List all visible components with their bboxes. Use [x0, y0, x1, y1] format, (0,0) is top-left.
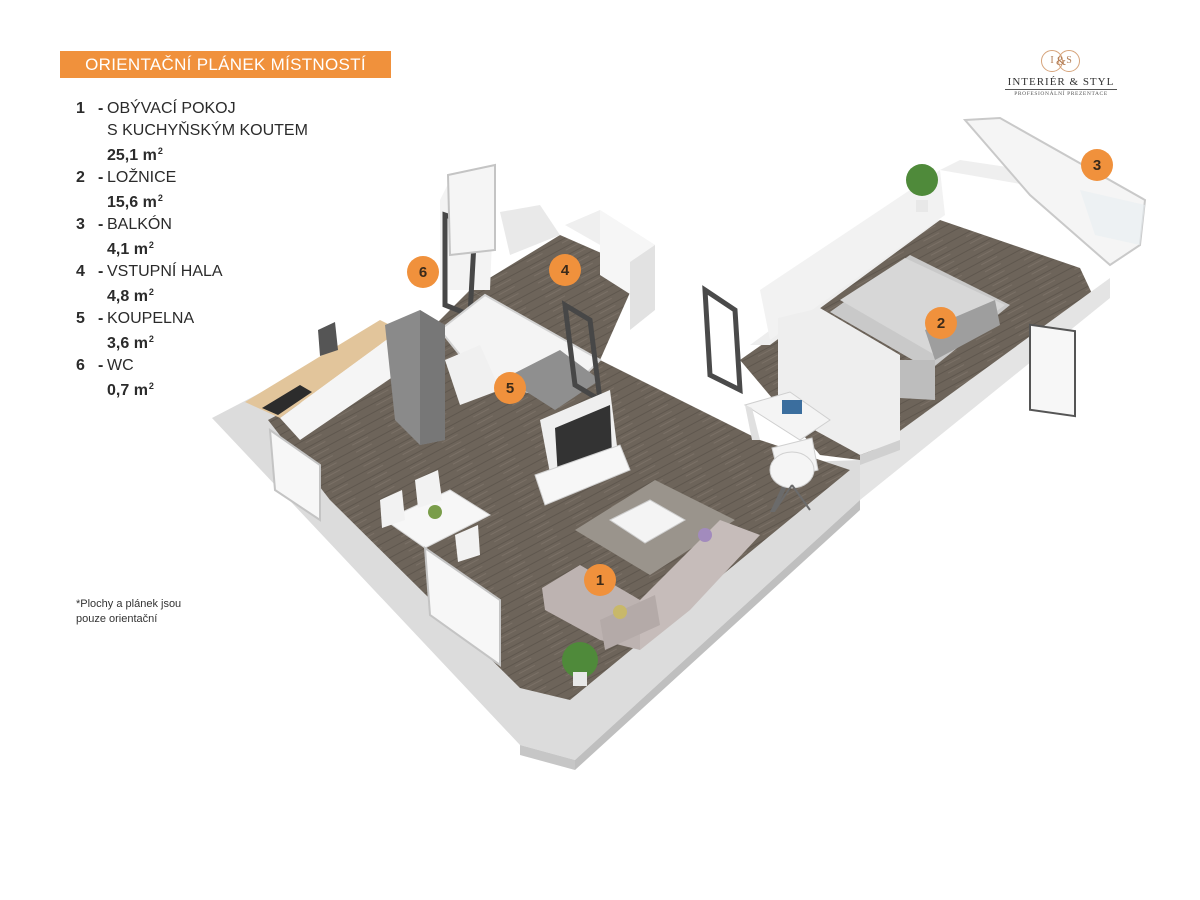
page-title: ORIENTAČNÍ PLÁNEK MÍSTNOSTÍ [60, 51, 391, 78]
legend-item-5: 5-KOUPELNA 3,6 m2 [76, 308, 376, 355]
disclaimer-note: *Plochy a plánek jsou pouze orientační [76, 597, 181, 627]
legend-area-value: 4,8 m [107, 288, 148, 305]
legend-dash: - [98, 168, 104, 186]
room-marker-5: 5 [494, 372, 526, 404]
legend-name: VSTUPNÍ HALA [107, 262, 223, 280]
legend-area: 25,1 m2 [76, 141, 376, 167]
disclaimer-line-2: pouze orientační [76, 613, 158, 625]
legend-item-3: 3-BALKÓN 4,1 m2 [76, 214, 376, 261]
legend-dash: - [98, 309, 104, 327]
legend-num: 6 [76, 356, 85, 374]
room-marker-1: 1 [584, 564, 616, 596]
legend-area-value: 0,7 m [107, 382, 148, 399]
legend-dash: - [98, 100, 104, 117]
room-marker-label: 4 [561, 262, 570, 279]
plant-icon [906, 164, 938, 212]
room-marker-label: 6 [419, 264, 427, 281]
legend-area-sup: 2 [148, 287, 154, 297]
room-marker-3: 3 [1081, 149, 1113, 181]
tv-wall [534, 390, 631, 506]
legend-item-6: 6-WC 0,7 m2 [76, 355, 376, 402]
legend-area: 15,6 m2 [76, 188, 376, 214]
logo-subtitle: PROFESIONÁLNÍ PREZENTACE [1014, 91, 1108, 97]
room-marker-6: 6 [407, 256, 439, 288]
balcony [962, 116, 1147, 418]
legend-name: OBÝVACÍ POKOJ [107, 100, 236, 117]
legend-area-value: 4,1 m [107, 241, 148, 258]
legend-num: 4 [76, 262, 85, 280]
room-legend: 1-OBÝVACÍ POKOJ S KUCHYŇSKÝM KOUTEM 25,1… [76, 98, 376, 402]
legend-area: 4,1 m2 [76, 235, 376, 261]
room-marker-2: 2 [925, 307, 957, 339]
room-marker-label: 2 [937, 315, 945, 332]
logo-name: INTERIÉR & STYL [1005, 76, 1117, 90]
legend-area-value: 25,1 m [107, 147, 157, 164]
legend-num: 5 [76, 309, 85, 327]
legend-name: BALKÓN [107, 215, 172, 233]
legend-dash: - [98, 356, 104, 374]
windows [268, 163, 501, 667]
hall-floor [470, 235, 640, 360]
legend-name: KOUPELNA [107, 309, 195, 327]
logo-monogram: I S & [1005, 50, 1117, 76]
living-furniture [542, 480, 760, 650]
room-marker-label: 5 [506, 380, 514, 397]
legend-num: 3 [76, 215, 85, 233]
legend-area: 3,6 m2 [76, 329, 376, 355]
legend-name: LOŽNICE [107, 168, 177, 186]
dining-area [380, 470, 492, 562]
legend-num: 2 [76, 168, 85, 186]
brand-logo: I S & INTERIÉR & STYL PROFESIONÁLNÍ PREZ… [1005, 50, 1117, 100]
kitchen [245, 310, 445, 445]
plant-icon [562, 642, 598, 686]
legend-item-2: 2-LOŽNICE 15,6 m2 [76, 167, 376, 214]
bed [830, 255, 1010, 400]
legend-item-1: 1-OBÝVACÍ POKOJ S KUCHYŇSKÝM KOUTEM 25,1… [76, 98, 376, 167]
room-marker-label: 3 [1093, 157, 1101, 174]
legend-sub: S KUCHYŇSKÝM KOUTEM [107, 121, 308, 139]
legend-area-sup: 2 [148, 240, 154, 250]
legend-area-sup: 2 [157, 146, 163, 156]
hall-wardrobe [565, 210, 655, 330]
legend-area-sup: 2 [148, 334, 154, 344]
legend-area: 4,8 m2 [76, 282, 376, 308]
legend-area-value: 15,6 m [107, 194, 157, 211]
legend-num: 1 [76, 100, 85, 117]
legend-area-value: 3,6 m [107, 335, 148, 352]
page-title-text: ORIENTAČNÍ PLÁNEK MÍSTNOSTÍ [85, 54, 366, 74]
room-marker-label: 1 [596, 572, 604, 589]
floor-lamp [769, 451, 815, 511]
legend-area: 0,7 m2 [76, 376, 376, 402]
logo-ampersand: & [1056, 53, 1067, 68]
entry-door [702, 285, 743, 395]
legend-name: WC [107, 356, 134, 374]
room-marker-4: 4 [549, 254, 581, 286]
legend-dash: - [98, 262, 104, 280]
legend-item-4: 4-VSTUPNÍ HALA 4,8 m2 [76, 261, 376, 308]
disclaimer-line-1: *Plochy a plánek jsou [76, 598, 182, 610]
legend-area-sup: 2 [148, 381, 154, 391]
legend-area-sup: 2 [157, 193, 163, 203]
legend-dash: - [98, 215, 104, 233]
logo-ring-right: S [1058, 50, 1080, 72]
